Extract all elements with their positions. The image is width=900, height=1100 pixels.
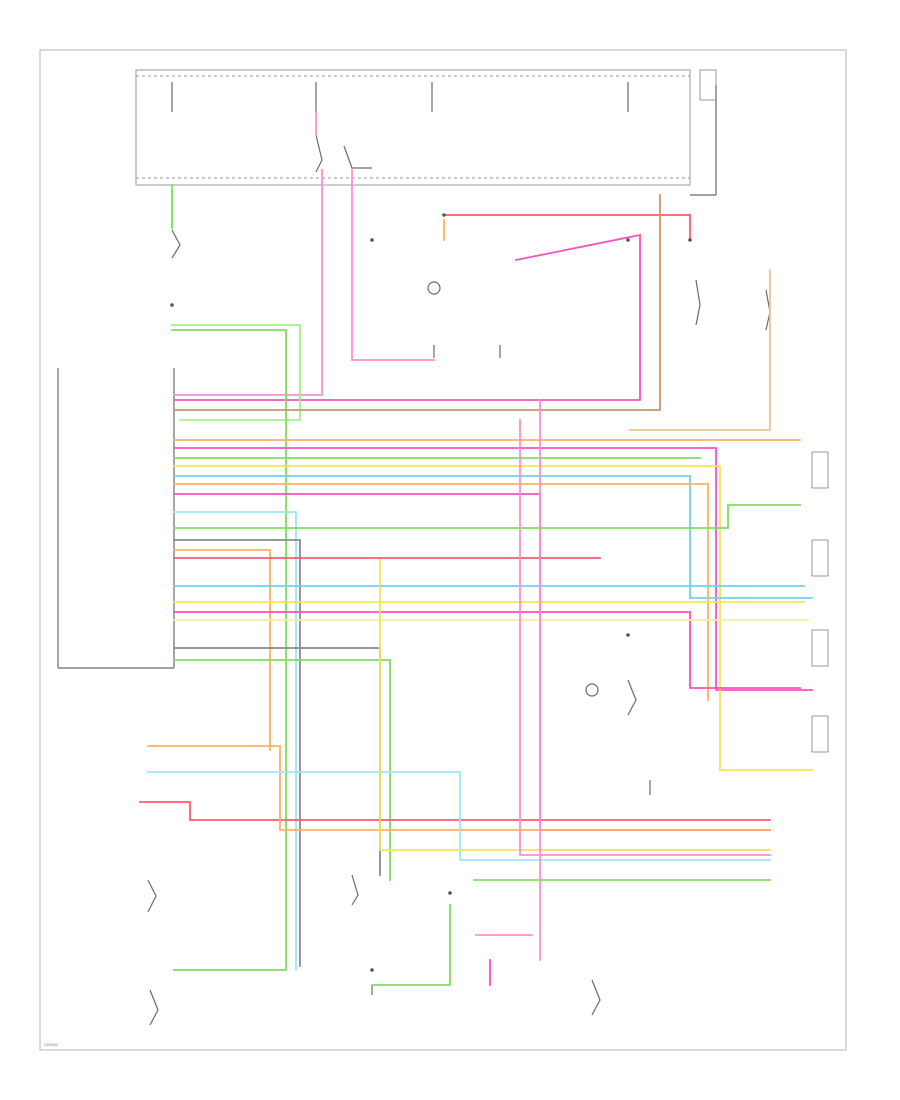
abs-module-bracket bbox=[57, 368, 175, 669]
wire-harness bbox=[139, 111, 813, 986]
page-border bbox=[39, 49, 847, 1051]
fuse bbox=[171, 82, 629, 112]
fuse-box bbox=[135, 69, 717, 196]
ground-symbol bbox=[371, 345, 651, 995]
lamp bbox=[427, 281, 599, 697]
wheel-speed-sensor bbox=[811, 451, 829, 753]
splice-points bbox=[170, 213, 692, 972]
switch-contacts bbox=[147, 134, 771, 1026]
diagram-code: G00464 bbox=[44, 1043, 59, 1047]
